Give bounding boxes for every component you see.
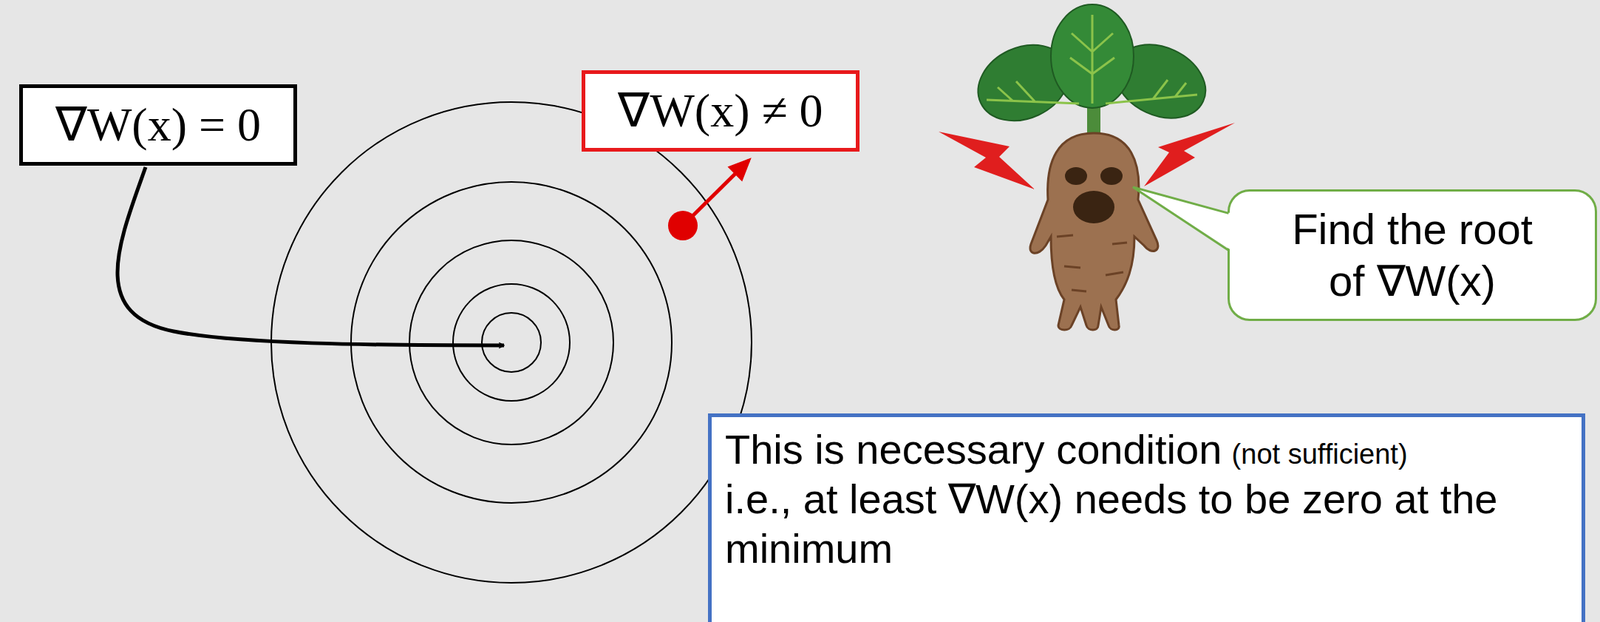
pointer-arrow (117, 167, 505, 346)
lightning-bolt (938, 131, 1035, 190)
mandrake-body (1030, 133, 1159, 330)
contour-circle (409, 240, 614, 445)
condition-box: ∇W(x) = 0 (19, 84, 298, 167)
contour-circle (481, 312, 541, 372)
contour-circle (453, 283, 570, 401)
node-text: This is necessary condition (724, 425, 1222, 473)
note-aside: (not sufficient) (1231, 438, 1408, 470)
bubble-tail (1132, 186, 1232, 250)
gradient-arrow (682, 160, 749, 226)
node-text: ∇W(x) = 0 (55, 98, 261, 151)
mouth (1073, 190, 1115, 224)
note-box: This is necessary condition (not sufficie… (707, 413, 1586, 622)
mandrake-illustration (938, 4, 1235, 330)
lightning-bolt (1144, 122, 1235, 187)
bubble-tail-outline (1132, 186, 1230, 250)
speech-bubble: Find the root of ∇W(x) (1227, 189, 1598, 320)
node-text: i.e., at least ∇W(x) needs to be zero at… (724, 473, 1569, 573)
eye (1100, 167, 1123, 185)
eye (1064, 167, 1088, 185)
contour-circle (351, 181, 672, 503)
leaf (1050, 4, 1134, 108)
condition-box: ∇W(x) ≠ 0 (581, 70, 859, 153)
body-lines (1056, 235, 1128, 292)
leaf-veins (986, 14, 1198, 104)
node-text: ∇W(x) ≠ 0 (617, 84, 823, 137)
node-text: Find the root of ∇W(x) (1291, 204, 1533, 305)
